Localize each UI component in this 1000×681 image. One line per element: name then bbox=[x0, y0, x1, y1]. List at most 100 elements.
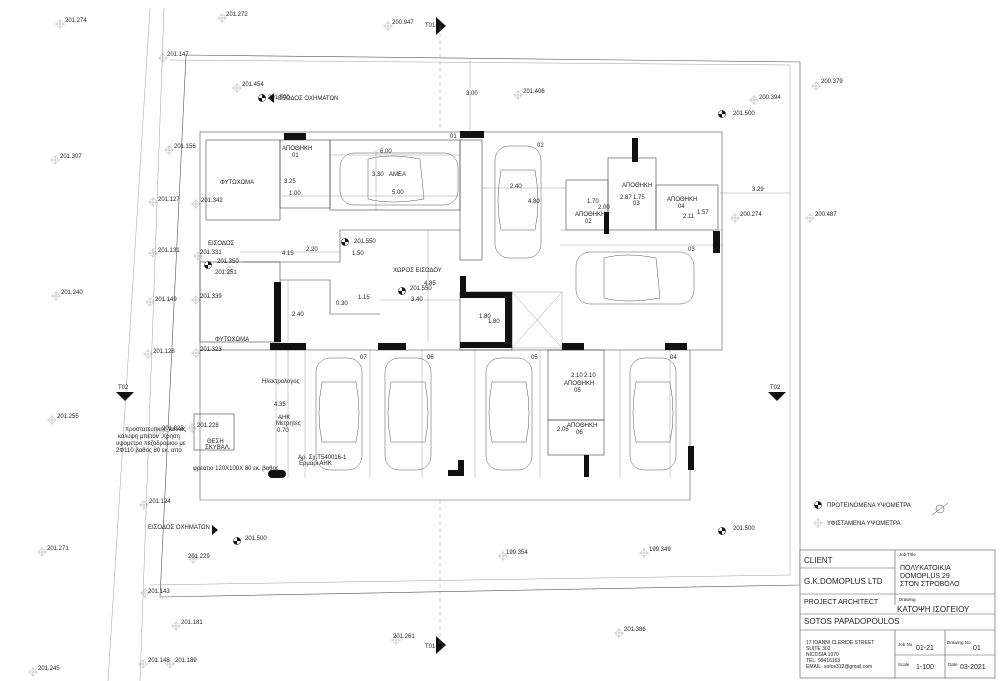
section-t02-label: Τ02 bbox=[118, 385, 129, 391]
proposed-level-label: 201.500 bbox=[245, 536, 267, 542]
cable-note-line: καλυψη μπετον .Χρηση bbox=[118, 434, 180, 440]
architect-name: SOTOS PAPADOPOULOS bbox=[804, 617, 900, 626]
legend: ΠΡΟΤΕΙΝΟΜΕΝΑ ΥΨΟΜΕΤΡΑ ΥΦΙΣΤΑΜΕΝΑ ΥΨΟΜΕΤΡ… bbox=[827, 503, 911, 527]
elevation-label: 201.271 bbox=[47, 546, 69, 552]
dimension-lines bbox=[240, 60, 790, 470]
site-boundary bbox=[107, 7, 801, 681]
vehicle-entrance-label: ΕΙΣΟΔΟΣ ΟΧΗΜΑΤΩΝ bbox=[148, 525, 210, 531]
job-no-label: Job No. bbox=[898, 642, 914, 647]
storage-06-label: ΑΠΟΘΗΚΗ bbox=[567, 423, 597, 429]
legend-existing-label: ΥΦΙΣΤΑΜΕΝΑ ΥΨΟΜΕΤΡΑ bbox=[827, 521, 901, 527]
storage-05-number: 05 bbox=[574, 388, 581, 394]
dimension-labels: 3.00 6.00 3.30 5.00 3.25 1.00 2.40 4.80 … bbox=[274, 91, 764, 434]
planter-label: ΦΥΤΩΧΩΜΑ bbox=[220, 180, 254, 186]
cable-note-line: 2Φ110 βαθος 80 εκ. απο bbox=[116, 448, 182, 454]
legend-existing-icon bbox=[812, 517, 824, 529]
address-line: SUITE 302 bbox=[806, 646, 831, 652]
proposed-level-labels: 201.500 201.500 201.550 201.350 201.550 … bbox=[217, 95, 755, 542]
parking-number: 07 bbox=[360, 355, 367, 361]
drawing-label: Drawing bbox=[899, 597, 916, 602]
dimension-label: 3.00 bbox=[466, 91, 478, 97]
date: 03-2021 bbox=[960, 664, 986, 671]
dimension-label: 6.00 bbox=[380, 149, 392, 155]
elevation-label: 201.272 bbox=[226, 12, 248, 18]
entrance-space-label: ΧΩΡΟΣ ΕΙΣΟΔΟΥ bbox=[393, 268, 442, 274]
section-t01-label: Τ01 bbox=[425, 644, 436, 650]
north-symbol bbox=[931, 502, 949, 516]
elevation-label: 201.147 bbox=[167, 52, 189, 58]
elevation-label: 201.245 bbox=[38, 666, 60, 672]
dimension-label: 4.35 bbox=[274, 402, 286, 408]
dimension-label: 3.40 bbox=[411, 297, 423, 303]
dimension-label: 1.75 bbox=[633, 195, 645, 201]
elevation-label: 201.156 bbox=[174, 144, 196, 150]
elevation-label: 201.124 bbox=[149, 499, 171, 505]
job-title-line: ΣΤΟΝ ΣΤΡΟΒΟΛΟ bbox=[900, 581, 960, 588]
storage-04-number: 04 bbox=[678, 204, 685, 210]
elevation-label: 201.143 bbox=[148, 589, 170, 595]
proposed-level-label: 201.500 bbox=[268, 95, 290, 101]
elevation-label: 201.406 bbox=[523, 89, 545, 95]
elevation-label: 201.342 bbox=[201, 198, 223, 204]
elevation-label: 201.148 bbox=[148, 658, 170, 664]
elevation-label: 201.274 bbox=[65, 18, 87, 24]
section-t02-label: Τ02 bbox=[770, 385, 781, 391]
storage-01-label: ΑΠΟΘΗΚΗ bbox=[282, 146, 312, 152]
address-line: NICOSIA 1070 bbox=[806, 652, 839, 658]
accessible-parking-label: ΑΜΕΑ bbox=[389, 172, 406, 178]
elevation-label: 201.189 bbox=[175, 658, 197, 664]
elevation-label: 201.149 bbox=[155, 297, 177, 303]
elevation-label: 201.127 bbox=[158, 197, 180, 203]
elevation-label: 201.261 bbox=[393, 634, 415, 640]
elevation-label: 201.240 bbox=[61, 290, 83, 296]
parking-number: 05 bbox=[531, 355, 538, 361]
elevation-label: 201.386 bbox=[624, 627, 646, 633]
storage-03-number: 03 bbox=[633, 201, 640, 207]
parking-number: 02 bbox=[537, 143, 544, 149]
elevation-label: 200.487 bbox=[815, 212, 837, 218]
storage-04-label: ΑΠΟΘΗΚΗ bbox=[667, 197, 697, 203]
storage-06-number: 06 bbox=[576, 430, 583, 436]
elevation-label: 201.331 bbox=[200, 250, 222, 256]
drawing-name: ΚΑΤΟΨΗ ΙΣΟΓΕΙΟΥ bbox=[897, 605, 970, 614]
scale: 1-100 bbox=[916, 664, 934, 671]
dimension-label: 3.30 bbox=[372, 172, 384, 178]
bins-label: ΘΕΣΗ bbox=[207, 439, 224, 445]
client-name: G.K.DOMOPLUS LTD bbox=[804, 577, 883, 586]
storage-05-label: ΑΠΟΘΗΚΗ bbox=[564, 381, 594, 387]
parking-number: 04 bbox=[670, 355, 677, 361]
cable-note-line: προστατευτικης ταινιας bbox=[125, 427, 186, 433]
job-title-line: ΠΟΛΥΚΑΤΟΙΚΙΑ bbox=[900, 565, 951, 572]
title-block-frame bbox=[799, 549, 996, 679]
dimension-label: 1.80 bbox=[479, 314, 491, 320]
cable-note-line: υψομετρο πεζοδρομιου με bbox=[116, 441, 186, 447]
elevation-label: 200.394 bbox=[759, 95, 781, 101]
dimension-label: 2.11 bbox=[683, 214, 695, 220]
dimension-label: 2.40 bbox=[292, 312, 304, 318]
dimension-label: 4.85 bbox=[424, 281, 436, 287]
elevation-label: 201.454 bbox=[242, 82, 264, 88]
electrical-room-label: Ηλεκτρολογος bbox=[262, 379, 300, 385]
job-no: 01-21 bbox=[916, 645, 934, 652]
scale-label: Scale bbox=[898, 662, 910, 667]
dimension-label: 2.00 bbox=[598, 205, 610, 211]
manhole-note: φρεατιο 120Χ100Χ 80 εκ. βαθος bbox=[193, 466, 279, 472]
parking-number: 01 bbox=[450, 134, 457, 140]
title-block: CLIENT G.K.DOMOPLUS LTD Job Title ΠΟΛΥΚΑ… bbox=[804, 552, 986, 671]
elevation-labels: 201.274 201.272 200.947 201.147 200.379 … bbox=[38, 12, 843, 672]
bins-label-2: ΣΚΥΒΑΛ. bbox=[205, 445, 231, 451]
elevation-label: 201.128 bbox=[153, 349, 175, 355]
elevation-label: 201.307 bbox=[60, 154, 82, 160]
elevation-label: 201.228 bbox=[197, 423, 219, 429]
dimension-label: 5.00 bbox=[392, 190, 404, 196]
ahk-cabinet-label: Ερμαρι ΑΗΚ bbox=[299, 461, 332, 467]
section-t01-label: Τ01 bbox=[425, 23, 436, 29]
client-label: CLIENT bbox=[804, 556, 833, 565]
drawing-no: 01 bbox=[973, 645, 981, 652]
dimension-label: 0.30 bbox=[336, 301, 348, 307]
storage-01-number: 01 bbox=[292, 153, 299, 159]
storage-03-label: ΑΠΟΘΗΚΗ bbox=[622, 183, 652, 189]
room-labels: ΕΞΟΔΟΣ ΟΧΗΜΑΤΩΝ ΕΙΣΟΔΟΣ ΟΧΗΜΑΤΩΝ ΑΠΟΘΗΚΗ… bbox=[116, 23, 781, 650]
elevation-label: 201.323 bbox=[200, 347, 222, 353]
job-title-line: DOMOPLUS 29 bbox=[900, 573, 950, 580]
